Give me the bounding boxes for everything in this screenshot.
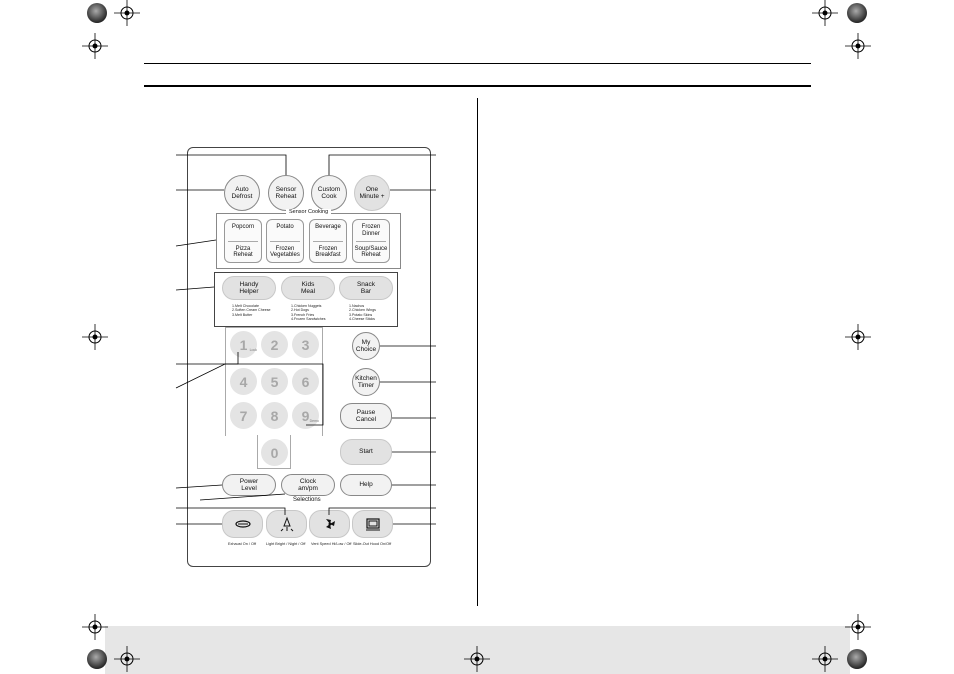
color-ball-icon [87, 649, 107, 669]
exhaust-button[interactable] [222, 510, 263, 538]
demo-sublabel: Demo [309, 419, 319, 423]
fan-icon [325, 519, 335, 529]
selections-title: Selections [293, 497, 321, 503]
handy-helper-list: 1.Melt Chocolate 2.Soften Cream Cheese 3… [232, 304, 271, 317]
sensor-key-divider [356, 241, 386, 242]
my-choice-button[interactable]: My Choice [352, 332, 380, 360]
sensor-key-bottom-label: Frozen Vegetables [270, 245, 300, 259]
snack-bar-button[interactable]: Snack Bar [339, 276, 393, 300]
sensor-key-bottom-label: Pizza Reheat [233, 245, 253, 259]
sensor-key-top-label: Beverage [315, 224, 341, 230]
light-button[interactable] [266, 510, 307, 538]
color-ball-icon [847, 649, 867, 669]
lock-sublabel: Lock [249, 348, 257, 352]
exhaust-caption: Exhaust On / Off [228, 542, 256, 546]
vent-icon [234, 520, 251, 528]
sensor-cooking-title: Sensor Cooking [286, 209, 332, 215]
sensor-key-popcorn-pizza[interactable]: Popcorn Pizza Reheat [224, 219, 262, 263]
one-minute-button[interactable]: One Minute + [354, 175, 390, 211]
slide-out-hood-button[interactable] [352, 510, 393, 538]
start-button[interactable]: Start [340, 439, 392, 465]
sensor-key-dinner-soup[interactable]: Frozen Dinner Soup/Sauce Reheat [352, 219, 390, 263]
digit-label: 9 [301, 407, 310, 424]
sensor-reheat-button[interactable]: Sensor Reheat [268, 175, 304, 211]
kitchen-timer-button[interactable]: Kitchen Timer [352, 368, 380, 396]
digit-2-button[interactable]: 2 [261, 331, 288, 358]
sensor-key-top-label: Potato [276, 224, 294, 230]
header-bottom-rule [144, 85, 811, 87]
sensor-key-bottom-label: Frozen Breakfast [315, 245, 341, 259]
handy-helper-button[interactable]: Handy Helper [222, 276, 276, 300]
kids-meal-list: 1.Chicken Nuggets 2.Hot Dogs 3.French Fr… [291, 304, 326, 322]
kids-meal-button[interactable]: Kids Meal [281, 276, 335, 300]
digit-label: 1 [239, 336, 248, 353]
light-caption: Light Bright / Night / Off [266, 542, 306, 546]
digit-3-button[interactable]: 3 [292, 331, 319, 358]
sensor-key-divider [228, 241, 258, 242]
digit-7-button[interactable]: 7 [230, 402, 257, 429]
sensor-key-top-label: Frozen Dinner [361, 224, 381, 237]
header-top-rule [144, 63, 811, 64]
color-ball-icon [847, 3, 867, 23]
vent-speed-button[interactable] [309, 510, 350, 538]
digit-0-button[interactable]: 0 [261, 439, 288, 466]
auto-defrost-button[interactable]: Auto Defrost [224, 175, 260, 211]
vent-speed-caption: Vent Speed Hi/Low / Off [311, 542, 352, 546]
light-icon [280, 516, 293, 532]
hood-caption: Slide-Out Hood On/Off [353, 542, 392, 546]
sensor-key-bottom-label: Soup/Sauce Reheat [354, 245, 388, 259]
pause-cancel-button[interactable]: Pause Cancel [340, 403, 392, 429]
color-ball-icon [87, 3, 107, 23]
sensor-key-potato-vegetables[interactable]: Potato Frozen Vegetables [266, 219, 304, 263]
power-level-button[interactable]: Power Level [222, 474, 276, 496]
snack-bar-list: 1.Nachos 2.Chicken Wings 3.Potato Skins … [349, 304, 376, 322]
digit-6-button[interactable]: 6 [292, 368, 319, 395]
sensor-key-divider [313, 241, 343, 242]
column-divider [477, 98, 478, 606]
sensor-key-top-label: Popcorn [231, 224, 255, 230]
sensor-key-divider [270, 241, 300, 242]
digit-5-button[interactable]: 5 [261, 368, 288, 395]
help-button[interactable]: Help [340, 474, 392, 496]
clock-button[interactable]: Clock am/pm [281, 474, 335, 496]
digit-4-button[interactable]: 4 [230, 368, 257, 395]
digit-8-button[interactable]: 8 [261, 402, 288, 429]
footer-band [105, 626, 850, 674]
hood-icon [365, 518, 380, 531]
quick-meals-group [214, 272, 398, 327]
sensor-key-beverage-breakfast[interactable]: Beverage Frozen Breakfast [309, 219, 347, 263]
